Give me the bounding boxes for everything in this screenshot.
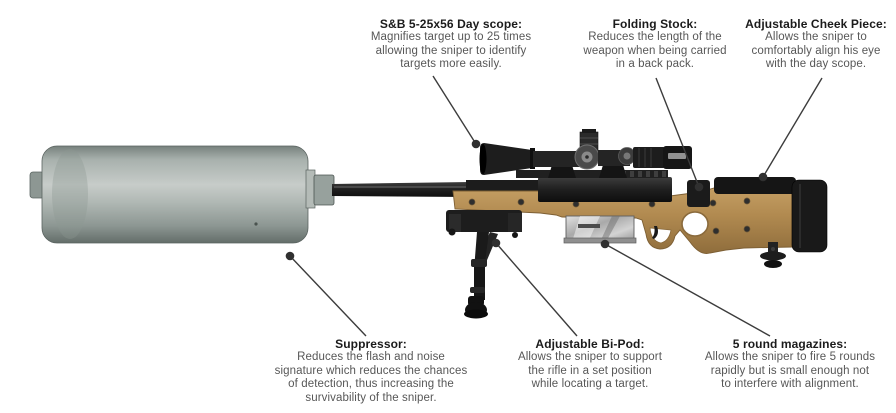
callout-line: Reduces the flash and noise (297, 351, 445, 363)
callout-leaders (285, 75, 823, 337)
callout-title: 5 round magazines: (732, 337, 848, 351)
callout-line: Magnifies target up to 25 times (370, 31, 532, 43)
callout-line: with the day scope. (765, 58, 867, 70)
callout-line: Reduces the length of the (588, 31, 722, 43)
callout-line: Allows the sniper to support (517, 351, 663, 363)
callout-title: Suppressor: (335, 337, 407, 351)
monopod-graphic (760, 242, 786, 268)
callout-suppressor: Suppressor: Reduces the flash and noise … (275, 337, 468, 405)
callout-bipod: Adjustable Bi-Pod: Allows the sniper to … (518, 337, 662, 392)
cheek-piece-graphic (714, 177, 796, 194)
callout-magazines: 5 round magazines: Allows the sniper to … (705, 337, 875, 392)
thumbhole-cutout (681, 211, 709, 237)
suppressor-graphic (29, 145, 335, 244)
folding-stock-hinge-graphic (687, 180, 710, 207)
callout-line: targets more easily. (400, 58, 502, 70)
bipod-graphic (446, 210, 522, 319)
power-ring-graphic (633, 147, 665, 168)
leader-magazines (600, 239, 771, 337)
callout-line: comfortably align his eye (751, 44, 881, 57)
barrel-graphic (332, 180, 546, 197)
receiver-graphic (516, 170, 710, 207)
stock-screws (468, 197, 751, 235)
leader-day-scope (432, 75, 481, 149)
leader-bipod (491, 238, 578, 337)
callout-cheek-piece: Adjustable Cheek Piece: Allows the snipe… (745, 17, 887, 72)
scope-graphic (479, 129, 692, 178)
leader-folding-stock (655, 77, 704, 192)
callout-day-scope: S&B 5-25x56 Day scope: Magnifies target … (371, 17, 531, 72)
callout-line: to interfere with alignment. (721, 378, 859, 390)
butt-pad-graphic (791, 179, 828, 253)
callout-title: S&B 5-25x56 Day scope: (379, 17, 523, 31)
callout-line: Allows the sniper to (765, 31, 867, 43)
leader-cheek-piece (758, 77, 823, 182)
callout-title: Adjustable Cheek Piece: (745, 17, 887, 31)
callout-line: survivability of the sniper. (305, 391, 437, 404)
callout-line: of detection, thus increasing the (288, 378, 454, 390)
scope-brand-chip (668, 153, 686, 159)
callout-line: allowing the sniper to identify (375, 44, 527, 57)
trigger-graphic (652, 226, 658, 239)
callout-line: weapon when being carried (583, 44, 727, 57)
leader-suppressor (285, 251, 367, 337)
callout-folding-stock: Folding Stock: Reduces the length of the… (583, 17, 726, 72)
callout-line: while locating a target. (531, 378, 649, 390)
callout-line: rapidly but is small enough not (710, 364, 870, 377)
callout-line: the rifle in a set position (528, 364, 652, 377)
callout-line: signature which reduces the chances (274, 364, 468, 377)
callout-line: Allows the sniper to fire 5 rounds (704, 351, 876, 363)
magazine-graphic (563, 215, 637, 244)
callout-title: Folding Stock: (612, 17, 698, 31)
callout-title: Adjustable Bi-Pod: (535, 337, 645, 351)
callout-line: in a back pack. (615, 58, 695, 70)
